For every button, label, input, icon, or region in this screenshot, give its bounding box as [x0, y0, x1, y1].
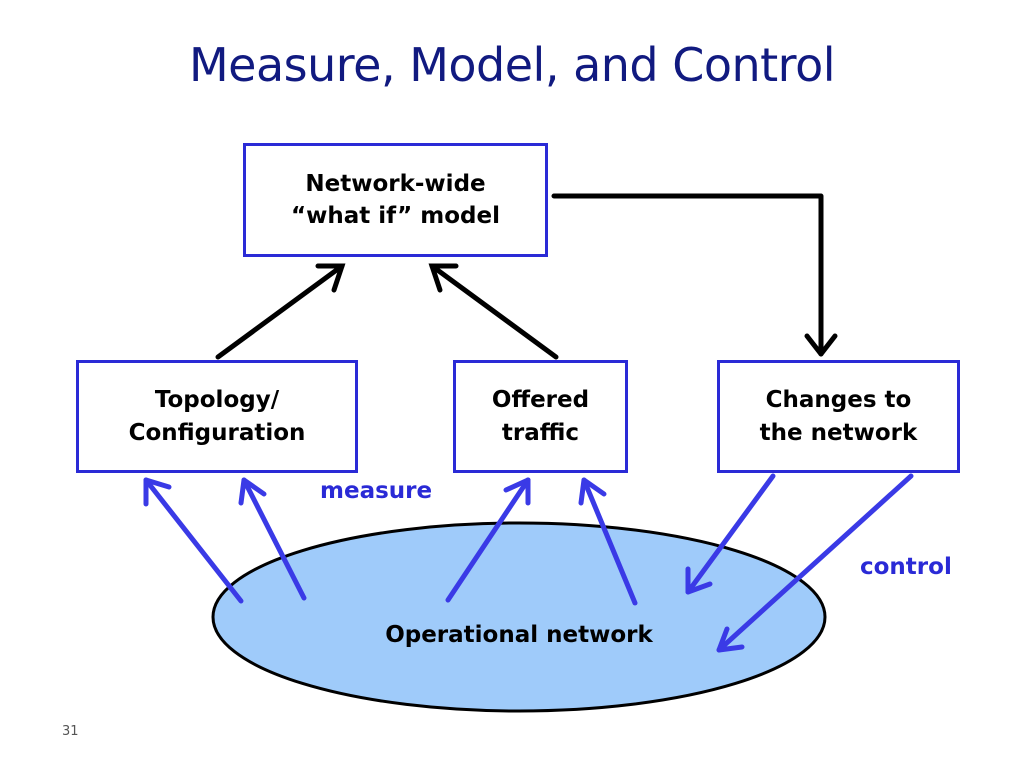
measure-arrow-3 — [445, 477, 531, 603]
offered-traffic-label: Offered traffic — [491, 387, 590, 446]
arrowhead-model-to-changes — [804, 333, 838, 357]
arrow-traffic-to-model — [429, 263, 559, 360]
control-arrowhead-2 — [716, 626, 745, 653]
measure-arrow-4 — [581, 477, 638, 606]
topology-configuration-label: Topology/ Configuration — [128, 387, 306, 446]
measure-arrowhead-1 — [143, 477, 172, 507]
operational-network-label: Operational network — [385, 622, 653, 648]
measure-arrowhead-3 — [503, 477, 531, 506]
measure-label: measure — [320, 478, 433, 504]
changes-to-network-label: Changes to the network — [759, 387, 918, 446]
offered-traffic-box: Offered traffic — [453, 360, 628, 473]
operational-network-ellipse — [211, 521, 827, 713]
page-number: 31 — [62, 724, 79, 739]
arrowhead-traffic-to-model — [428, 263, 459, 293]
network-wide-model-label: Network-wide “what if” model — [291, 170, 500, 229]
connector-model-to-changes — [551, 193, 824, 357]
measure-arrowhead-2 — [238, 477, 267, 506]
measure-arrow-2 — [241, 477, 307, 601]
network-wide-model-box: Network-wide “what if” model — [243, 143, 548, 257]
control-label: control — [860, 554, 952, 580]
measure-arrowhead-4 — [578, 477, 607, 506]
control-arrow-2 — [716, 473, 914, 653]
slide-title: Measure, Model, and Control — [188, 38, 836, 92]
model-input-arrows — [215, 263, 559, 360]
topology-configuration-box: Topology/ Configuration — [76, 360, 358, 473]
measure-arrow-1 — [143, 477, 244, 604]
measure-arrows — [143, 477, 638, 606]
model-to-changes-arrow — [551, 193, 838, 357]
control-arrow-1 — [685, 473, 776, 595]
changes-to-network-box: Changes to the network — [717, 360, 960, 473]
arrowhead-topology-to-model — [315, 263, 346, 293]
control-arrows — [685, 473, 914, 653]
control-arrowhead-1 — [685, 566, 713, 595]
arrow-topology-to-model — [215, 263, 345, 360]
